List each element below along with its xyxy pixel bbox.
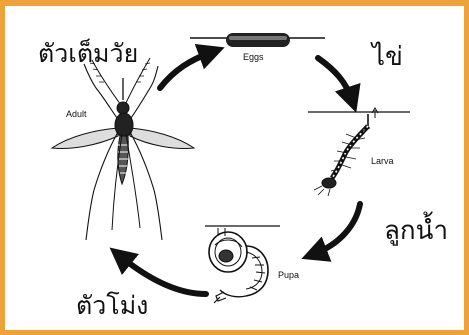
- eggs-illustration: [190, 33, 325, 47]
- arrow-larva-to-pupa: [314, 204, 360, 254]
- pupa-thai-label: ตัวโม่ง: [76, 286, 148, 326]
- larva-thai-label: ลูกน้ำ: [384, 210, 448, 251]
- eggs-label: Eggs: [243, 52, 264, 62]
- arrow-adult-to-eggs: [160, 52, 212, 88]
- egg-thai-label: ไข่: [372, 36, 403, 77]
- adult-mosquito-illustration: [52, 58, 194, 240]
- pupa-label: Pupa: [278, 270, 299, 280]
- adult-label: Adult: [66, 109, 87, 119]
- adult-thai-label: ตัวเต็มวัย: [38, 34, 138, 74]
- pupa-illustration: [205, 226, 280, 303]
- arrow-eggs-to-larva: [318, 58, 352, 100]
- larva-label: Larva: [371, 156, 394, 166]
- larva-illustration: [308, 108, 410, 196]
